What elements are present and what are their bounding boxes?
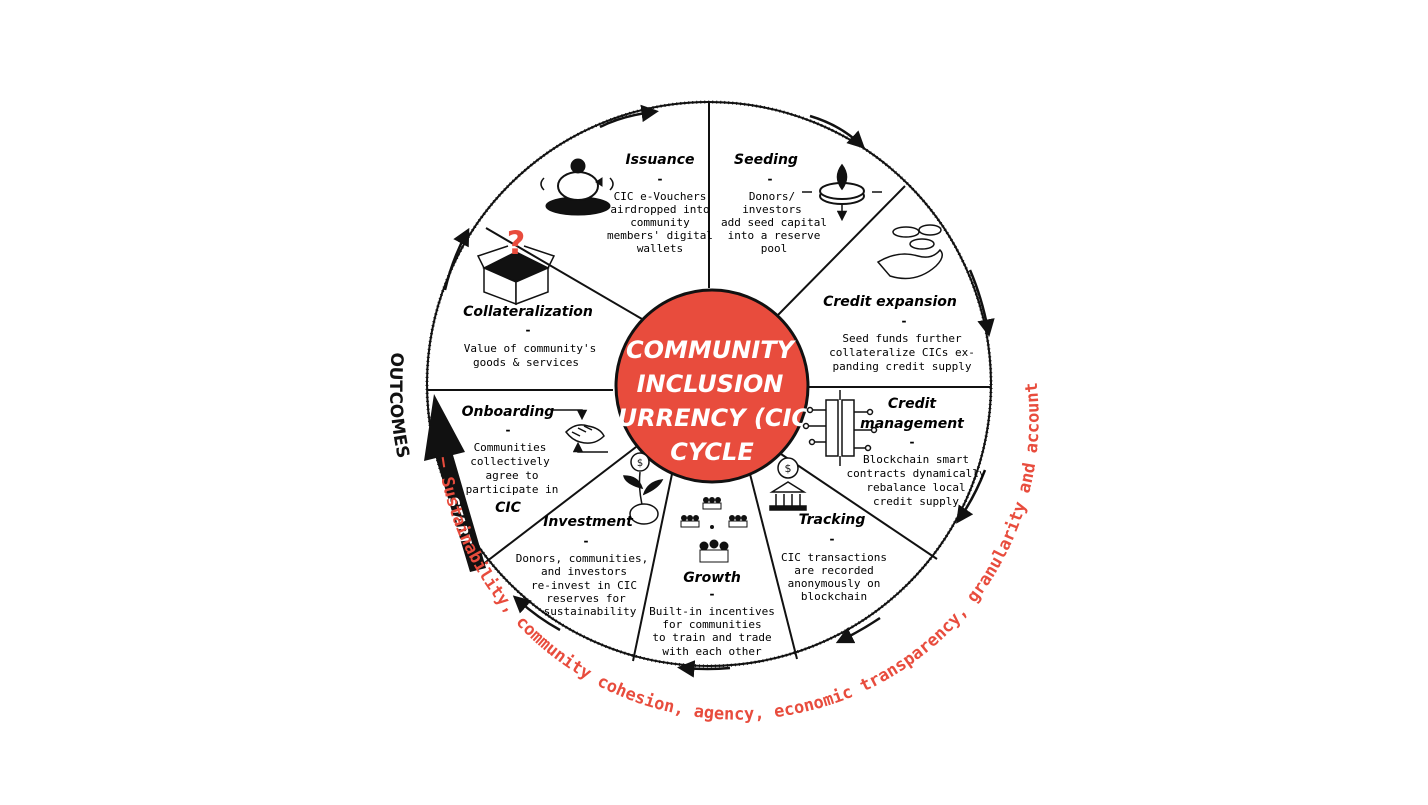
segment-credit-management: Credit management - Blockchain smart con… <box>802 390 986 508</box>
credit-management-line-4: credit supply <box>873 495 959 508</box>
onboarding-line-5: CIC <box>495 500 521 516</box>
people-network-icon <box>680 497 748 563</box>
circuit-icon <box>802 390 878 466</box>
investment-line-1: Donors, communities, <box>516 552 648 565</box>
growth-title: Growth <box>683 570 741 586</box>
segment-collateralization: ? Collateralization - Value of community… <box>463 224 596 369</box>
center-title: COMMUNITY INCLUSION CURRENCY (CIC) CYCLE <box>600 336 820 466</box>
seeding-line-5: pool <box>761 242 788 255</box>
segment-investment: $ Investment - Donors, communities, and … <box>516 452 664 618</box>
center-line-2: INCLUSION <box>637 370 784 398</box>
credit-management-line-2: contracts dynamically <box>846 467 985 480</box>
center-line-4: CYCLE <box>670 438 754 466</box>
tracking-dash: - <box>828 532 835 546</box>
issuance-title: Issuance <box>625 152 694 168</box>
issuance-line-4: members' digital <box>607 229 713 242</box>
onboarding-dash: - <box>504 423 511 437</box>
collateralization-dash: - <box>524 323 531 337</box>
onboarding-line-1: Communities <box>474 441 547 454</box>
credit-management-dash: - <box>908 435 915 449</box>
center-line-3: CURRENCY (CIC) <box>600 404 820 432</box>
segment-onboarding: Onboarding - Communities collectively ag… <box>462 404 608 516</box>
question-box-icon: ? <box>476 224 556 306</box>
tracking-line-4: blockchain <box>801 590 867 603</box>
issuance-line-5: wallets <box>637 242 683 255</box>
growth-line-3: to train and trade <box>652 631 771 644</box>
growth-line-1: Built-in incentives <box>649 605 775 618</box>
question-mark: ? <box>507 224 526 262</box>
investment-line-5: sustainability <box>544 605 637 618</box>
collateralization-line-1: Value of community's <box>464 342 596 355</box>
segment-growth: Growth - Built-in incentives for communi… <box>649 497 775 658</box>
center-line-1: COMMUNITY <box>626 336 797 364</box>
segment-credit-expansion: Credit expansion - Seed funds further co… <box>823 224 975 373</box>
issuance-line-1: CIC e-Vouchers <box>614 190 707 203</box>
credit-management-title-1: Credit <box>888 396 937 412</box>
collateralization-title: Collateralization <box>463 304 593 320</box>
onboarding-line-2: collectively <box>470 455 550 468</box>
tracking-line-1: CIC transactions <box>781 551 887 564</box>
investment-line-2: and investors <box>541 565 627 578</box>
growth-line-2: for communities <box>662 618 761 631</box>
dollar-sign: $ <box>785 462 792 475</box>
money-plant-icon: $ <box>623 452 664 525</box>
seeding-line-3: add seed capital <box>721 216 827 229</box>
investment-line-3: re-invest in CIC <box>531 579 637 592</box>
investment-line-4: reserves for <box>546 592 626 605</box>
onboarding-title: Onboarding <box>462 404 555 420</box>
seeding-line-2: investors <box>742 203 802 216</box>
credit-management-title-2: management <box>860 416 965 432</box>
onboarding-line-4: participate in <box>466 483 559 496</box>
credit-expansion-dash: - <box>900 314 907 328</box>
plant-dollar-sign: $ <box>637 458 643 469</box>
issuance-dash: - <box>656 172 663 186</box>
issuance-line-2: airdropped into <box>610 203 709 216</box>
seeding-title: Seeding <box>734 152 798 168</box>
growth-line-4: with each other <box>662 645 762 658</box>
credit-expansion-line-2: collateralize CICs ex- <box>829 346 975 359</box>
outcomes-label: OUTCOMES <box>385 352 413 460</box>
credit-expansion-line-1: Seed funds further <box>842 332 962 345</box>
segment-issuance: Issuance - CIC e-Vouchers airdropped int… <box>540 152 713 255</box>
seeding-dash: - <box>766 172 773 186</box>
investment-title: Investment <box>543 514 634 530</box>
center-circle <box>614 288 810 484</box>
piggy-bank-icon <box>540 158 614 216</box>
credit-expansion-line-3: panding credit supply <box>832 360 971 373</box>
tracking-title: Tracking <box>799 512 866 528</box>
handshake-icon <box>552 409 608 453</box>
segment-tracking: $ Tracking - CIC transactions are record… <box>769 457 887 603</box>
cycle-arrows <box>443 104 995 678</box>
segment-dividers <box>428 102 991 662</box>
tracking-line-2: are recorded <box>794 564 873 577</box>
seeding-line-1: Donors/ <box>749 190 795 203</box>
onboarding-line-3: agree to <box>486 469 539 482</box>
credit-expansion-title: Credit expansion <box>823 294 957 310</box>
credit-management-line-1: Blockchain smart <box>863 453 969 466</box>
tracking-line-3: anonymously on <box>788 577 881 590</box>
hand-coins-icon <box>876 224 943 280</box>
seeding-line-4: into a reserve <box>728 229 821 242</box>
growth-dash: - <box>708 587 715 601</box>
bank-dollar-icon: $ <box>769 457 807 511</box>
collateralization-line-2: goods & services <box>473 356 579 369</box>
credit-management-line-3: rebalance local <box>866 481 965 494</box>
investment-dash: - <box>582 534 589 548</box>
segment-seeding: Seeding - Donors/ investors add seed cap… <box>721 152 882 255</box>
issuance-line-3: community <box>630 216 690 229</box>
seed-coin-icon <box>802 163 882 217</box>
outcomes-label-path: OUTCOMES <box>385 352 413 460</box>
